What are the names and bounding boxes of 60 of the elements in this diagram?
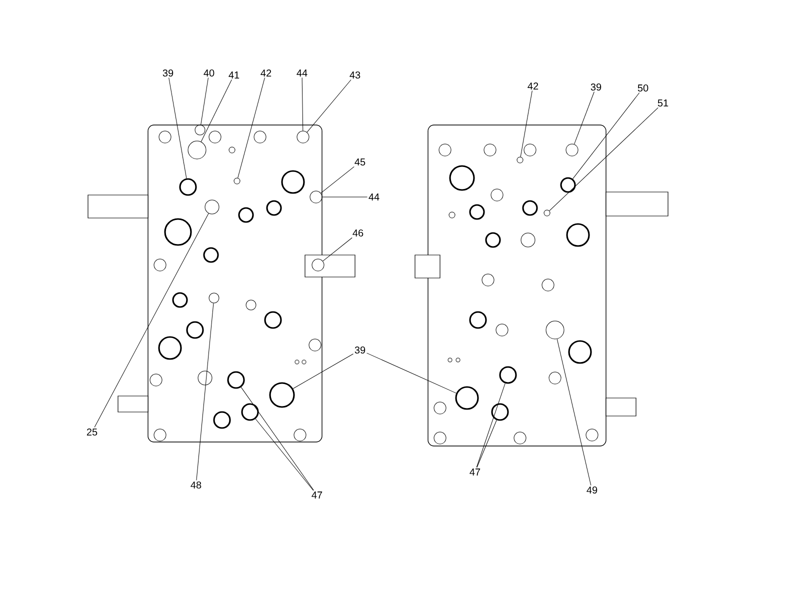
- leader-line: [574, 92, 594, 144]
- callout-number: 39: [590, 83, 602, 91]
- callout-number: 25: [86, 428, 98, 436]
- leader-line: [366, 352, 456, 394]
- callout-number: 50: [638, 84, 648, 92]
- leader-line: [572, 92, 640, 180]
- port-hole: [194, 124, 206, 136]
- callout-number: 39: [162, 69, 174, 77]
- port-hole: [546, 320, 564, 340]
- port-hole: [208, 292, 220, 304]
- leader-line: [238, 77, 265, 178]
- callout-number: 41: [228, 72, 240, 78]
- port-hole: [516, 156, 524, 164]
- leader-line: [322, 196, 368, 198]
- port-hole: [566, 144, 578, 156]
- port-hole: [234, 178, 240, 184]
- leader-line: [168, 78, 187, 179]
- callout-number: 42: [528, 82, 538, 90]
- port-hole: [310, 190, 322, 204]
- port-hole: [269, 382, 295, 408]
- leader-line: [556, 338, 592, 486]
- leader-line: [94, 213, 209, 428]
- leader-line: [200, 78, 208, 126]
- port-hole: [312, 258, 324, 272]
- port-hole: [455, 386, 479, 410]
- callout-number: 39: [354, 346, 366, 354]
- port-hole: [179, 178, 197, 196]
- leader-line: [196, 302, 214, 481]
- callout-number: 51: [658, 100, 668, 106]
- callout-number: 47: [312, 492, 322, 498]
- port-hole: [560, 177, 576, 193]
- port-hole: [204, 200, 220, 214]
- leader-line: [476, 383, 506, 468]
- leader-line: [306, 80, 352, 132]
- callout-number: 46: [352, 229, 364, 237]
- leader-line: [240, 386, 314, 491]
- callout-number: 43: [350, 71, 360, 79]
- leader-line: [200, 79, 232, 142]
- callout-number: 44: [296, 70, 308, 76]
- leader-line: [292, 354, 354, 389]
- callout-number: 47: [470, 468, 480, 476]
- callout-number: 40: [204, 69, 214, 77]
- port-hole: [499, 366, 517, 384]
- port-hole: [241, 403, 259, 421]
- leader-line: [476, 420, 497, 468]
- port-hole: [544, 210, 550, 216]
- callout-number: 45: [354, 158, 366, 166]
- leader-line: [320, 166, 354, 194]
- callout-number: 48: [190, 481, 202, 489]
- leader-line: [255, 418, 314, 491]
- callout-number: 44: [368, 194, 380, 200]
- callout-number: 49: [586, 486, 598, 494]
- port-hole: [296, 130, 310, 144]
- callout-number: 42: [260, 70, 272, 76]
- port-hole: [227, 371, 245, 389]
- leader-line: [520, 90, 532, 158]
- leader-line: [302, 77, 304, 131]
- port-hole: [491, 403, 509, 421]
- leader-line: [549, 107, 658, 212]
- port-hole: [188, 140, 206, 160]
